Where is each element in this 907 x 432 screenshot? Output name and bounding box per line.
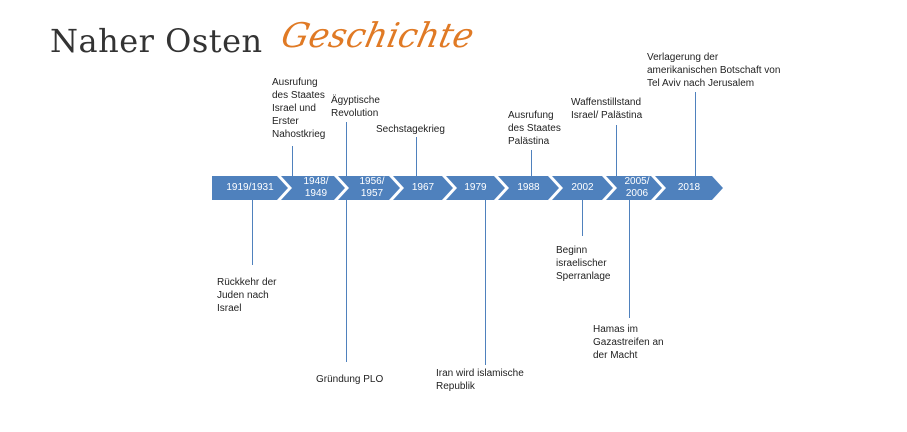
event-2002: Beginn israelischer Sperranlage bbox=[556, 245, 611, 282]
event-2005-ceasefire: Waffenstillstand Israel/ Palästina bbox=[571, 97, 643, 121]
event-1956-plo: Gründung PLO bbox=[316, 374, 384, 385]
event-1967: Sechstagekrieg bbox=[376, 124, 445, 135]
event-1988: Ausrufung des Staates Palästina bbox=[508, 110, 561, 147]
timeline-2002: 2002 bbox=[552, 176, 613, 200]
event-1979: Iran wird islamische Republik bbox=[436, 368, 524, 392]
timeline-1919: 1919/1931 bbox=[212, 176, 288, 200]
connector bbox=[346, 200, 347, 362]
timeline-2018: 2018 bbox=[655, 176, 723, 200]
connector bbox=[292, 146, 293, 176]
event-1956-revolution: Ägyptische Revolution bbox=[331, 95, 380, 119]
timeline-1967: 1967 bbox=[393, 176, 453, 200]
connector bbox=[252, 200, 253, 265]
connector bbox=[582, 200, 583, 236]
event-1948: Ausrufung des Staates Israel und Erster … bbox=[272, 77, 326, 140]
connector bbox=[629, 200, 630, 318]
connector bbox=[616, 125, 617, 176]
connector bbox=[346, 122, 347, 176]
connector bbox=[531, 150, 532, 176]
timeline-1979: 1979 bbox=[446, 176, 505, 200]
event-2005-hamas: Hamas im Gazastreifen an der Macht bbox=[593, 324, 664, 361]
connector bbox=[695, 92, 696, 176]
timeline-1948: 1948/ 1949 bbox=[281, 176, 345, 200]
event-1919: Rückkehr der Juden nach Israel bbox=[217, 277, 277, 314]
connector bbox=[485, 200, 486, 365]
timeline-1988: 1988 bbox=[498, 176, 559, 200]
timeline-1956: 1956/ 1957 bbox=[338, 176, 400, 200]
event-2018: Verlagerung der amerikanischen Botschaft… bbox=[647, 52, 781, 89]
timeline-2005: 2005/ 2006 bbox=[606, 176, 662, 200]
title-script: Geschichte bbox=[277, 16, 478, 56]
title-main: Naher Osten bbox=[50, 22, 263, 60]
connector bbox=[416, 137, 417, 176]
